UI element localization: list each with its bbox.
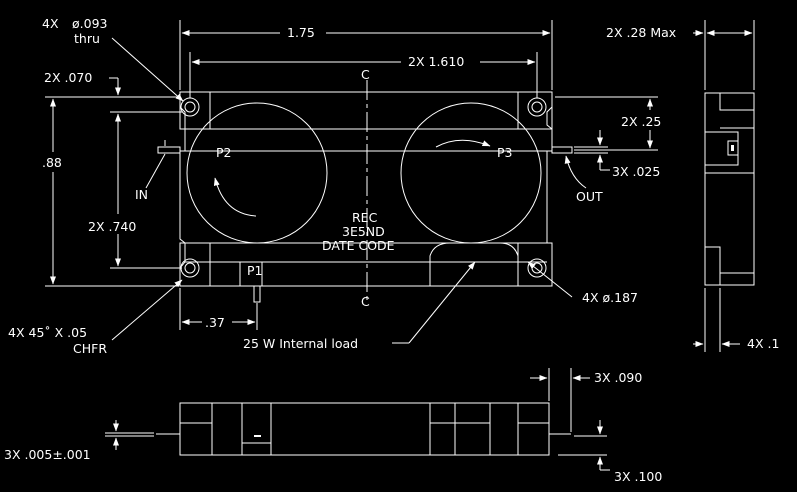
p1-lead xyxy=(253,285,261,303)
dim-overall-height: .88 xyxy=(42,155,62,170)
port-p3-label: P3 xyxy=(497,145,513,160)
port-p2-label: P2 xyxy=(216,145,232,160)
dim-tab-thickness: 3X .025 xyxy=(612,164,660,179)
dim-chamfer-line1: 4X 45˚ X .05 xyxy=(8,325,87,340)
body-outline xyxy=(179,91,553,287)
dim-tab-offset: 2X .25 xyxy=(621,114,661,129)
marking-line-2: 3E5ND xyxy=(342,224,385,239)
out-label: OUT xyxy=(576,189,603,204)
load-pocket xyxy=(429,242,519,286)
centerline-mark-bottom: C xyxy=(361,294,370,309)
front-view: 3X .090 3X .005±.001 3X .100 xyxy=(4,368,662,484)
in-label: IN xyxy=(135,187,148,202)
port-p1-label: P1 xyxy=(247,263,263,278)
out-lead xyxy=(551,146,573,154)
dim-hole-spacing: 2X 1.610 xyxy=(408,54,464,69)
dim-internal-load: 25 W Internal load xyxy=(243,336,358,351)
dim-hole-edge-offset: 2X .070 xyxy=(44,70,92,85)
dim-boss-dia: 4X ø.187 xyxy=(582,290,638,305)
dim-mount-hole-dia: ø.093 xyxy=(72,16,107,31)
dim-mount-hole-thru: thru xyxy=(74,31,100,46)
dim-tab-width: 3X .090 xyxy=(594,370,642,385)
dim-hole-vertical-spacing: 2X .740 xyxy=(88,219,136,234)
resonator-right xyxy=(400,102,542,244)
dim-mount-hole-qty: 4X xyxy=(42,16,59,31)
top-view: P2 P3 P1 C C IN OUT REC 3E5ND DATE CODE … xyxy=(8,16,661,356)
dim-tab-length: 3X .100 xyxy=(614,469,662,484)
resonator-left xyxy=(186,102,328,244)
dim-flange-thickness: 4X .1 xyxy=(747,336,779,351)
mount-hole-bottom-right xyxy=(517,242,553,287)
dim-p1-offset: .37 xyxy=(205,315,225,330)
in-lead xyxy=(157,146,181,154)
side-view: 2X .28 Max 4X .1 xyxy=(606,20,779,352)
dim-chamfer-line2: CHFR xyxy=(73,341,107,356)
marking-line-1: REC xyxy=(352,210,378,225)
centerline-mark-top: C xyxy=(361,67,370,82)
marking-line-3: DATE CODE xyxy=(322,238,395,253)
dim-max-height: 2X .28 Max xyxy=(606,25,676,40)
dim-overall-length: 1.75 xyxy=(287,25,315,40)
dim-tab-height: 3X .005±.001 xyxy=(4,447,91,462)
